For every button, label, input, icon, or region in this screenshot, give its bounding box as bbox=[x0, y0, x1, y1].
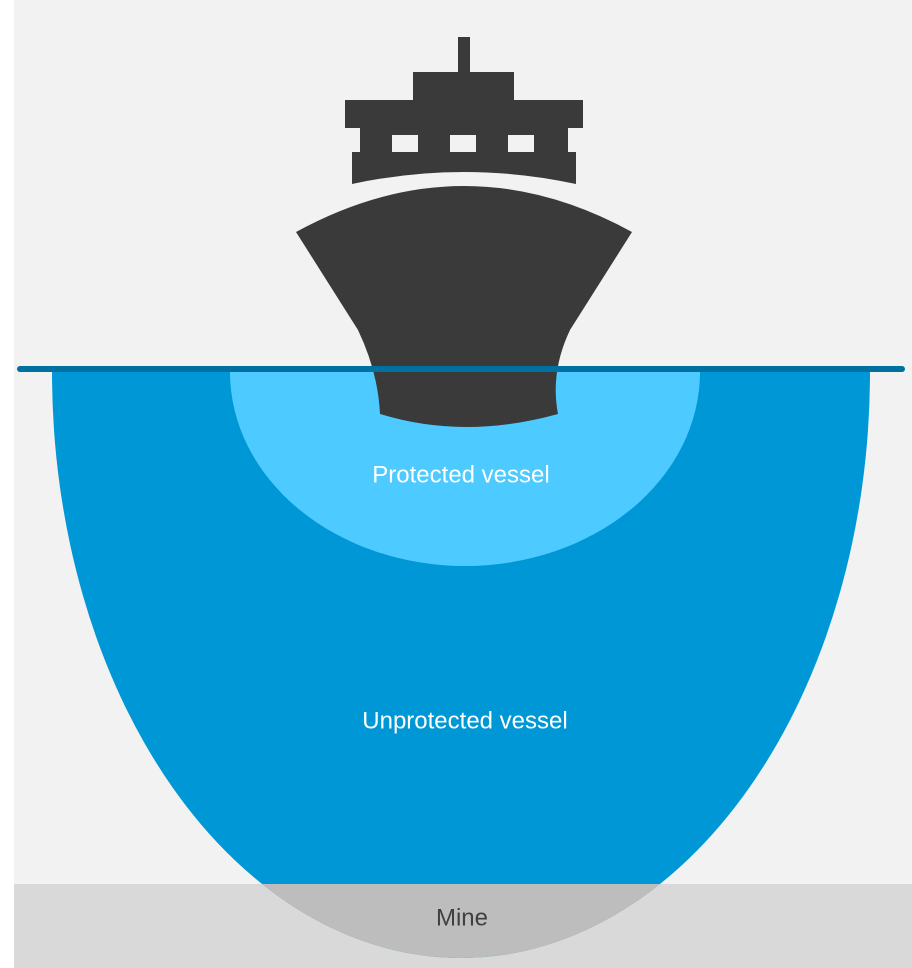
unprotected-zone bbox=[52, 372, 870, 958]
protected-vessel-label: Protected vessel bbox=[372, 461, 549, 488]
seabed-overlap bbox=[262, 884, 660, 958]
unprotected-vessel-label: Unprotected vessel bbox=[362, 707, 567, 734]
protected-zone bbox=[230, 372, 700, 566]
mine-label: Mine bbox=[436, 904, 488, 931]
